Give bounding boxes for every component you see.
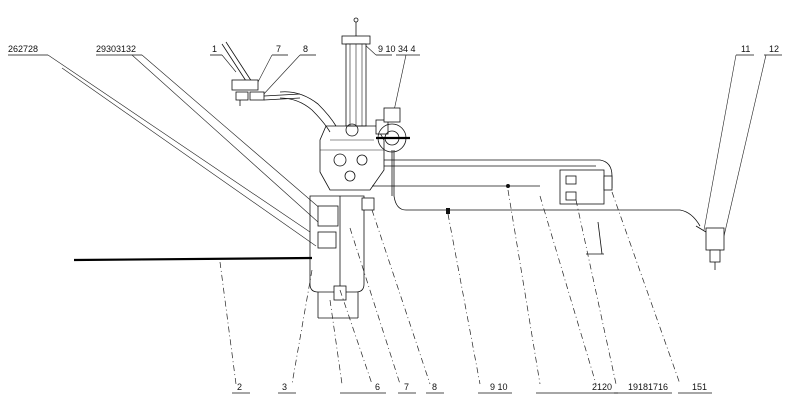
callout-label: 11 [741, 44, 750, 54]
callout-7: 7 [398, 382, 416, 394]
lever-assembly [221, 41, 337, 133]
horizontal-arm [372, 159, 701, 255]
callout-11: 11 [703, 44, 754, 231]
callout-label: 9 10 [378, 44, 396, 54]
callout-label: 8 [303, 44, 308, 54]
callout-label: 12 [769, 44, 779, 54]
callout-29303132: 29303132 [96, 44, 323, 223]
callout-label: 19181716 [628, 382, 668, 392]
central-mechanism [319, 119, 389, 191]
callout-label: 29303132 [96, 44, 136, 54]
callout-2120: 2120 [536, 382, 618, 394]
callout-33: 9 10 [363, 43, 396, 56]
callout-25: 7 [257, 44, 288, 83]
callout-label: 6 [375, 382, 380, 392]
callout-1: 1 [210, 44, 237, 73]
callout-label: 7 [404, 382, 409, 392]
callout-15: 151 [678, 382, 712, 394]
long-rod [73, 256, 313, 262]
callout-label: 34 4 [398, 44, 416, 54]
callout-label: 9 10 [490, 382, 508, 392]
callout-label: 8 [432, 382, 437, 392]
callout-2: 2 [232, 382, 250, 394]
callout-label: 262728 [8, 44, 38, 54]
callout-19181716: 19181716 [614, 382, 672, 394]
callout-label: 3 [282, 382, 287, 392]
callout-8: 8 [426, 382, 444, 394]
right-nozzle [695, 225, 725, 270]
callout-label: 2120 [592, 382, 612, 392]
callout-3: 3 [278, 382, 296, 394]
callout-24: 8 [261, 44, 316, 97]
callout-9-10: 9 10 [478, 382, 512, 394]
vertical-cylinder [341, 17, 371, 127]
callout-label: 2 [237, 382, 242, 392]
bottom-leaders [219, 189, 681, 385]
callout-12: 12 [723, 44, 782, 237]
wheel-34-4 [376, 107, 600, 211]
lower-frame [309, 195, 375, 319]
callout-label: 151 [692, 382, 707, 392]
callout-label: 7 [276, 44, 281, 54]
callout-6: 6 [340, 382, 386, 394]
callout-262728: 262728 [8, 44, 317, 247]
callout-label: 1 [212, 44, 217, 54]
